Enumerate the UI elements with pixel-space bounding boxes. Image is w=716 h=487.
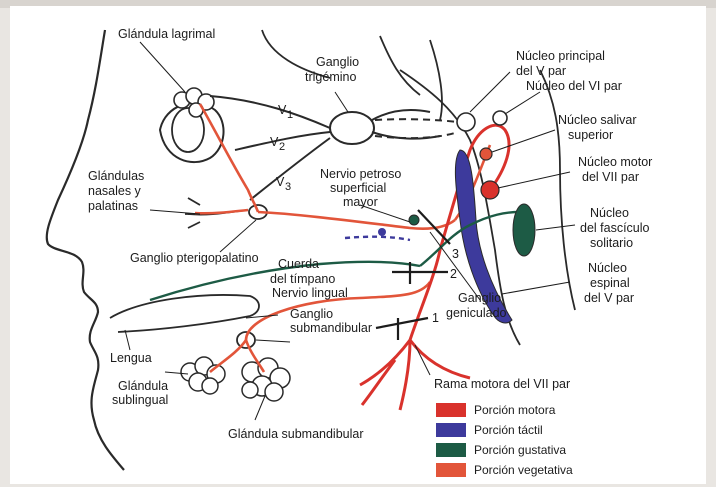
- label-nucleo-salivar-1: Núcleo salivar: [558, 113, 637, 127]
- label-ganglio-submandibular-1: Ganglio: [290, 307, 333, 321]
- label-nucleo-fasciculo-3: solitario: [590, 236, 633, 250]
- label-nucleo-fasciculo-1: Núcleo: [590, 206, 629, 220]
- label-glandulas-nasales-1: Glándulas: [88, 169, 144, 183]
- submandibular-gland: [242, 358, 290, 401]
- label-nucleo-vi: Núcleo del VI par: [526, 79, 622, 93]
- label-nucleo-espinal-3: del V par: [584, 291, 634, 305]
- label-v1: V: [278, 103, 287, 117]
- label-nervio-petroso-3: mayor: [343, 195, 378, 209]
- label-nucleo-espinal-1: Núcleo: [588, 261, 627, 275]
- label-cuerda-timpano-2: del tímpano: [270, 272, 335, 286]
- label-glandula-lagrimal: Glándula lagrimal: [118, 27, 215, 41]
- label-glandula-sublingual-1: Glándula: [118, 379, 168, 393]
- legend-label-gustativa: Porción gustativa: [474, 443, 566, 457]
- label-nucleo-salivar-2: superior: [568, 128, 613, 142]
- trigeminal-ganglion: [330, 112, 374, 144]
- label-ganglio-pterigopalatino: Ganglio pterigopalatino: [130, 251, 259, 265]
- principal-trigeminal-nucleus: [457, 113, 475, 131]
- legend-swatch-vegetativa: [436, 463, 466, 477]
- legend-label-vegetativa: Porción vegetativa: [474, 463, 573, 477]
- label-v3-sub: 3: [285, 181, 291, 193]
- label-num-2: 2: [450, 267, 457, 281]
- salivary-nucleus: [480, 148, 492, 160]
- tongue: [110, 295, 259, 332]
- label-v2: V: [270, 135, 279, 149]
- label-rama-motora: Rama motora del VII par: [434, 377, 570, 391]
- label-num-1: 1: [432, 311, 439, 325]
- tactile-pathway: [345, 237, 410, 240]
- label-ganglio-trigemino-2: trigémino: [305, 70, 356, 84]
- label-nervio-petroso-2: superficial: [330, 181, 386, 195]
- label-ganglio-geniculado-2: geniculado: [446, 306, 507, 320]
- label-nucleo-motor-1: Núcleo motor: [578, 155, 652, 169]
- legend-swatch-gustativa: [436, 443, 466, 457]
- label-nucleo-espinal-2: espinal: [590, 276, 630, 290]
- label-cuerda-timpano-1: Cuerda: [278, 257, 319, 271]
- legend-label-motora: Porción motora: [474, 403, 556, 417]
- label-ganglio-trigemino-1: Ganglio: [316, 55, 359, 69]
- label-num-3: 3: [452, 247, 459, 261]
- legend-swatch-tactil: [436, 423, 466, 437]
- label-glandula-sublingual-2: sublingual: [112, 393, 168, 407]
- label-v2-sub: 2: [279, 141, 285, 153]
- label-glandulas-nasales-2: nasales y: [88, 184, 142, 198]
- legend: Porción motora Porción táctil Porción gu…: [436, 403, 573, 477]
- label-v3: V: [276, 175, 285, 189]
- label-nucleo-principal-2: del V par: [516, 64, 566, 78]
- label-nucleo-principal-1: Núcleo principal: [516, 49, 605, 63]
- label-glandula-submandibular: Glándula submandibular: [228, 427, 364, 441]
- label-ganglio-submandibular-2: submandibular: [290, 321, 372, 335]
- label-lengua: Lengua: [110, 351, 152, 365]
- label-nervio-petroso-1: Nervio petroso: [320, 167, 401, 181]
- lacrimal-gland: [174, 88, 214, 117]
- abducens-nucleus: [493, 111, 507, 125]
- label-nucleo-fasciculo-2: del fascículo: [580, 221, 650, 235]
- label-v1-sub: 1: [287, 109, 293, 121]
- label-ganglio-geniculado-1: Ganglio: [458, 291, 501, 305]
- sublingual-gland: [181, 357, 225, 394]
- facial-motor-nucleus: [481, 181, 499, 199]
- legend-label-tactil: Porción táctil: [474, 423, 543, 437]
- geniculate-ganglion: [409, 215, 419, 225]
- tactile-node: [378, 228, 386, 236]
- legend-swatch-motora: [436, 403, 466, 417]
- dashed-connectors: [375, 119, 458, 138]
- label-glandulas-nasales-3: palatinas: [88, 199, 138, 213]
- label-nucleo-motor-2: del VII par: [582, 170, 639, 184]
- solitary-tract-nucleus: [513, 204, 535, 256]
- label-nervio-lingual: Nervio lingual: [272, 286, 348, 300]
